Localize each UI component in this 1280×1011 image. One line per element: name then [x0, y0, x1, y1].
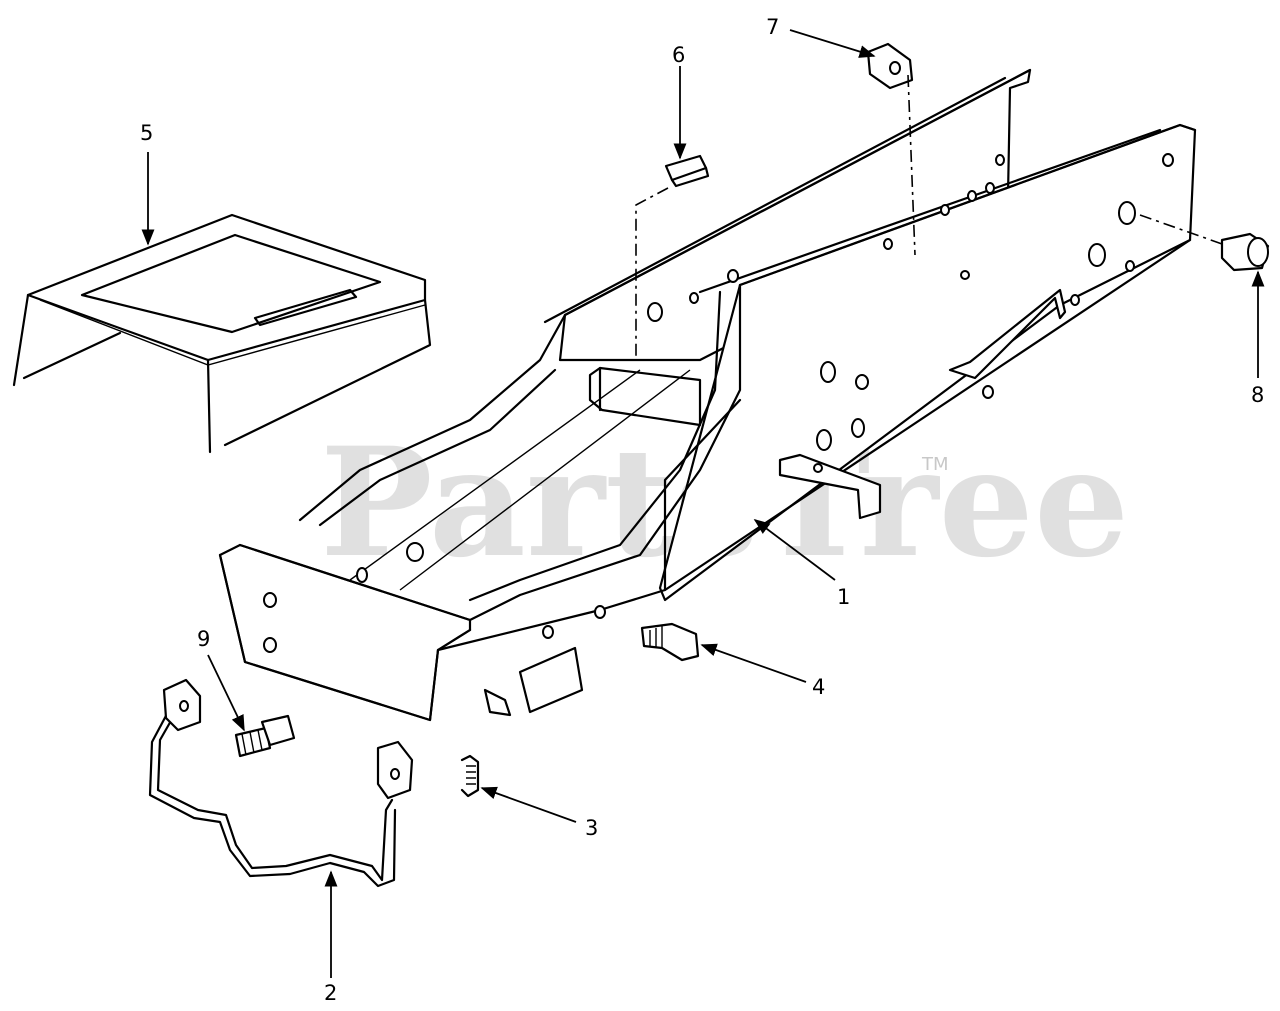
part-clip [866, 42, 914, 90]
plug-centerline [635, 187, 669, 360]
callout-5: 5 [140, 121, 153, 145]
leader-4 [700, 643, 807, 683]
leader-3 [480, 786, 577, 823]
watermark-trademark: TM [921, 454, 949, 475]
callout-2: 2 [324, 981, 337, 1005]
callout-9: 9 [197, 627, 210, 651]
part-plug [664, 154, 710, 188]
callout-8: 8 [1251, 383, 1264, 407]
callout-1: 1 [837, 585, 850, 609]
leader-7 [789, 29, 876, 58]
bushing-centerline [1139, 214, 1226, 246]
part-main-frame [218, 68, 1197, 722]
clip-centerline [907, 74, 916, 256]
part-spring-clip [460, 754, 480, 798]
part-shoulder-bolt [640, 622, 700, 662]
part-bolt [234, 714, 296, 758]
part-strap-rod [148, 678, 414, 888]
callout-4: 4 [812, 675, 825, 699]
callout-7: 7 [766, 15, 779, 39]
part-seat-cover [12, 213, 432, 454]
leader-1 [753, 519, 836, 581]
callout-6: 6 [672, 43, 685, 67]
leader-9 [207, 654, 245, 732]
callout-3: 3 [585, 816, 598, 840]
part-bushing [1220, 232, 1270, 272]
